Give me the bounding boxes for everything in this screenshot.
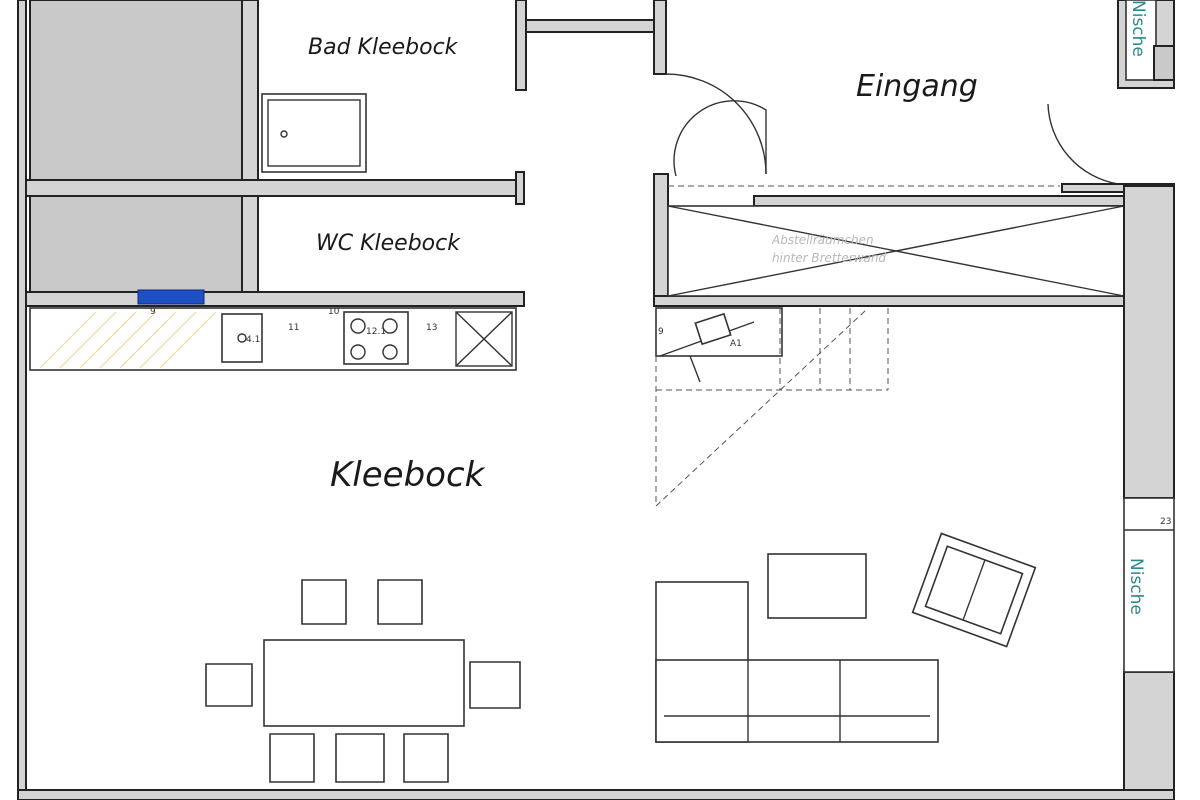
wall-storage-top <box>753 195 1159 207</box>
dining-chairs <box>205 579 521 783</box>
kitchen-sink <box>221 313 263 363</box>
wall-right-upper <box>1123 185 1175 499</box>
room-label-main: Kleebock <box>330 455 486 495</box>
hob-burner-3 <box>350 344 366 360</box>
shower-drain <box>280 130 288 138</box>
stair-label-a: 9 <box>658 327 664 337</box>
staircase <box>655 307 889 507</box>
shower-tray <box>261 93 367 173</box>
niche-right-inner <box>1123 497 1175 673</box>
armchair <box>911 532 1037 648</box>
storage-note-line1: Abstellräumchen <box>771 233 874 247</box>
kitchen-sink-drain <box>237 333 247 343</box>
shaft-wall-mid <box>525 19 655 33</box>
room-label-wc: WC Kleebock <box>316 231 461 256</box>
stair-label-b: A1 <box>730 339 742 349</box>
kitchen-label-c: 13 <box>426 323 437 333</box>
niche-label-right: Nische <box>1126 558 1146 615</box>
window-marker-blue <box>137 289 205 305</box>
kitchen-label-hob: 12.1 <box>366 327 386 337</box>
wall-storage-bottom <box>653 295 1125 307</box>
room-label-bad: Bad Kleebock <box>308 35 459 60</box>
wall-wc-bottom <box>25 291 525 307</box>
shaft-wall-right <box>653 0 667 75</box>
wall-wc-stub <box>515 171 525 205</box>
storage-cross-b <box>667 205 1125 297</box>
kitchen-hob <box>343 311 409 365</box>
kitchen-label-b: 10 <box>328 307 340 317</box>
kitchen-counter <box>29 307 517 371</box>
wall-bath-left <box>241 0 259 301</box>
door-swing-bath <box>665 73 767 175</box>
cabinet-cross-b <box>455 311 513 367</box>
hob-burner-1 <box>350 318 366 334</box>
dining-table <box>263 639 465 727</box>
shaft-wall-left <box>515 0 527 91</box>
wall-bath-wc <box>25 179 525 197</box>
kitchen-hatching <box>39 311 217 369</box>
door-swing-entrance <box>1047 103 1119 185</box>
dimension-label: 23 <box>1160 517 1171 527</box>
shower-tray-inner <box>267 99 361 167</box>
niche-top-inner <box>1125 0 1157 81</box>
room-label-eingang: Eingang <box>856 69 978 104</box>
kitchen-label-a: 11 <box>288 323 299 333</box>
storage-block-mid-left <box>29 195 243 293</box>
niche-top-post <box>1153 45 1175 81</box>
coffee-table <box>767 553 867 619</box>
hob-burner-2 <box>382 318 398 334</box>
niche-label-top: Nische <box>1128 0 1148 57</box>
kitchen-cabinet-end <box>455 311 513 367</box>
storage-block-top-left <box>29 0 243 181</box>
hob-burner-4 <box>382 344 398 360</box>
door-swing-stair <box>673 100 767 177</box>
outer-wall-left <box>17 0 27 800</box>
wall-right-lower <box>1123 671 1175 800</box>
kitchen-label-sink: 4.1 <box>246 335 260 345</box>
kitchen-label-d: 9 <box>150 307 156 317</box>
wall-storage-left <box>653 173 669 303</box>
corner-sofa <box>655 581 939 743</box>
outer-wall-bottom <box>17 789 1175 800</box>
storage-note-line2: hinter Bretterwand <box>772 251 886 265</box>
